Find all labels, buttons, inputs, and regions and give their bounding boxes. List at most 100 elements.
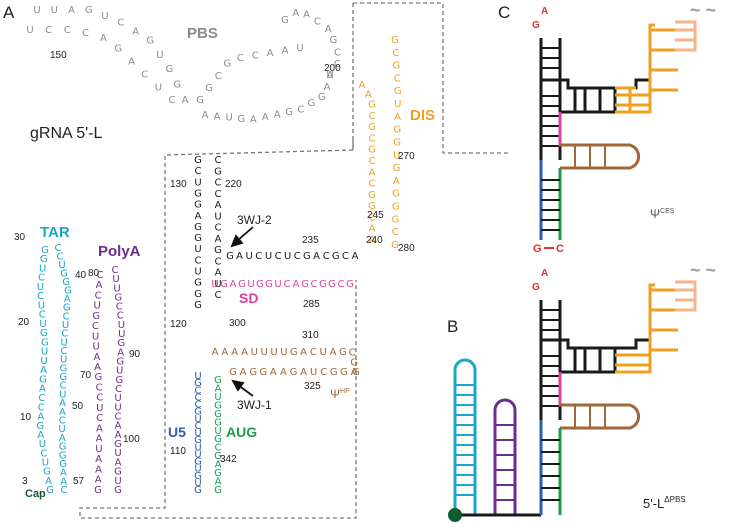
nucleotide: G [194, 485, 202, 496]
nucleotide: U [114, 393, 121, 404]
nucleotide: A [215, 200, 222, 211]
nucleotide: U [39, 439, 46, 450]
panel-c-pair-c: C [556, 243, 564, 255]
nucleotide: G [220, 279, 228, 290]
nucleotide: U [39, 263, 46, 274]
nucleotide: G [301, 279, 309, 290]
nucleotide: G [41, 337, 49, 348]
nucleotide: U [194, 371, 201, 382]
nucleotide: U [320, 347, 327, 358]
nucleotide: C [215, 223, 222, 234]
nucleotide: U [194, 177, 201, 188]
nucleotide: G [214, 451, 222, 462]
nucleotide: G [393, 163, 401, 174]
nucleotide: C [349, 348, 356, 359]
nucleotide: A [95, 465, 102, 476]
nucleotide: U [114, 476, 121, 487]
nucleotide: G [391, 240, 399, 251]
nucleotide: G [249, 367, 257, 378]
nucleotide-number: 245 [367, 210, 384, 221]
nucleotide: C [297, 104, 304, 115]
nucleotide: G [146, 36, 154, 47]
nucleotide: G [63, 303, 71, 314]
panel-b-schematic: ~ ~ G A 5'-LΔPBS [448, 260, 716, 522]
nucleotide: C [392, 227, 399, 238]
nucleotide: G [194, 155, 202, 166]
nucleotide: U [95, 444, 102, 455]
nucleotide: U [155, 82, 162, 93]
nucleotide: G [393, 138, 401, 149]
nucleotide: G [114, 292, 122, 303]
nucleotide: A [292, 8, 299, 19]
nucleotide: G [214, 409, 222, 420]
nucleotide: A [274, 110, 281, 121]
nucleotide: A [40, 365, 47, 376]
nucleotide: C [112, 265, 119, 276]
wj2-label: 3WJ-2 [237, 213, 272, 227]
nucleotide: G [238, 279, 246, 290]
nucleotide: G [339, 347, 347, 358]
nucleotide-number: 30 [14, 232, 26, 243]
nucleotide: G [36, 421, 44, 432]
nucleotide: G [194, 200, 202, 211]
nucleotide: C [392, 48, 399, 59]
nucleotide: C [64, 25, 71, 36]
nucleotide: A [96, 280, 103, 291]
nucleotide: G [332, 251, 340, 262]
nucleotide: A [250, 114, 257, 125]
nucleotide-number: 100 [123, 434, 140, 445]
nucleotide: A [95, 475, 102, 486]
psi-hp-label: ΨHP [330, 387, 350, 401]
nucleotide: G [40, 254, 48, 265]
nucleotide: G [340, 367, 348, 378]
nucleotide: G [290, 367, 298, 378]
nucleotide: G [214, 485, 222, 496]
nucleotide: U [194, 267, 201, 278]
nucleotide: A [215, 460, 222, 471]
grna-label: gRNA 5'-L [30, 125, 103, 142]
nucleotide: G [368, 145, 376, 156]
nucleotide: G [115, 375, 123, 386]
nucleotide: C [59, 416, 66, 427]
nucleotide: G [281, 15, 289, 26]
nucleotide-number: 57 [73, 476, 85, 487]
nucleotide: C [37, 291, 44, 302]
nucleotide: U [265, 251, 272, 262]
nucleotide: G [214, 417, 222, 428]
nucleotide: G [330, 35, 338, 46]
nucleotide: G [59, 372, 67, 383]
nucleotide: G [39, 374, 47, 385]
nucleotide: G [319, 279, 327, 290]
nucleotide: C [320, 367, 327, 378]
nucleotide: A [351, 367, 358, 378]
nucleotide: A [214, 111, 221, 122]
nucleotide: C [323, 251, 330, 262]
nucleotide: G [194, 189, 202, 200]
polya-label: PolyA [98, 243, 141, 260]
nucleotide: A [37, 430, 44, 441]
nucleotide: G [229, 367, 237, 378]
nucleotide: A [215, 384, 222, 395]
nucleotide: U [280, 347, 287, 358]
nucleotide: C [369, 133, 376, 144]
nucleotide: A [303, 9, 310, 20]
cap-label: Cap [25, 488, 46, 500]
nucleotide: U [261, 347, 268, 358]
nucleotide: C [215, 71, 222, 82]
nucleotide: A [115, 457, 122, 468]
nucleotide: U [33, 5, 40, 16]
nucleotide: U [58, 260, 65, 271]
nucleotide: U [113, 283, 120, 294]
nucleotide: C [195, 166, 202, 177]
nucleotide: U [296, 43, 303, 54]
nucleotide: G [308, 98, 316, 109]
nucleotide: A [330, 347, 337, 358]
nucleotide: A [59, 407, 66, 418]
nucleotide: C [215, 178, 222, 189]
nucleotide: C [195, 392, 202, 403]
nucleotide: U [58, 424, 65, 435]
